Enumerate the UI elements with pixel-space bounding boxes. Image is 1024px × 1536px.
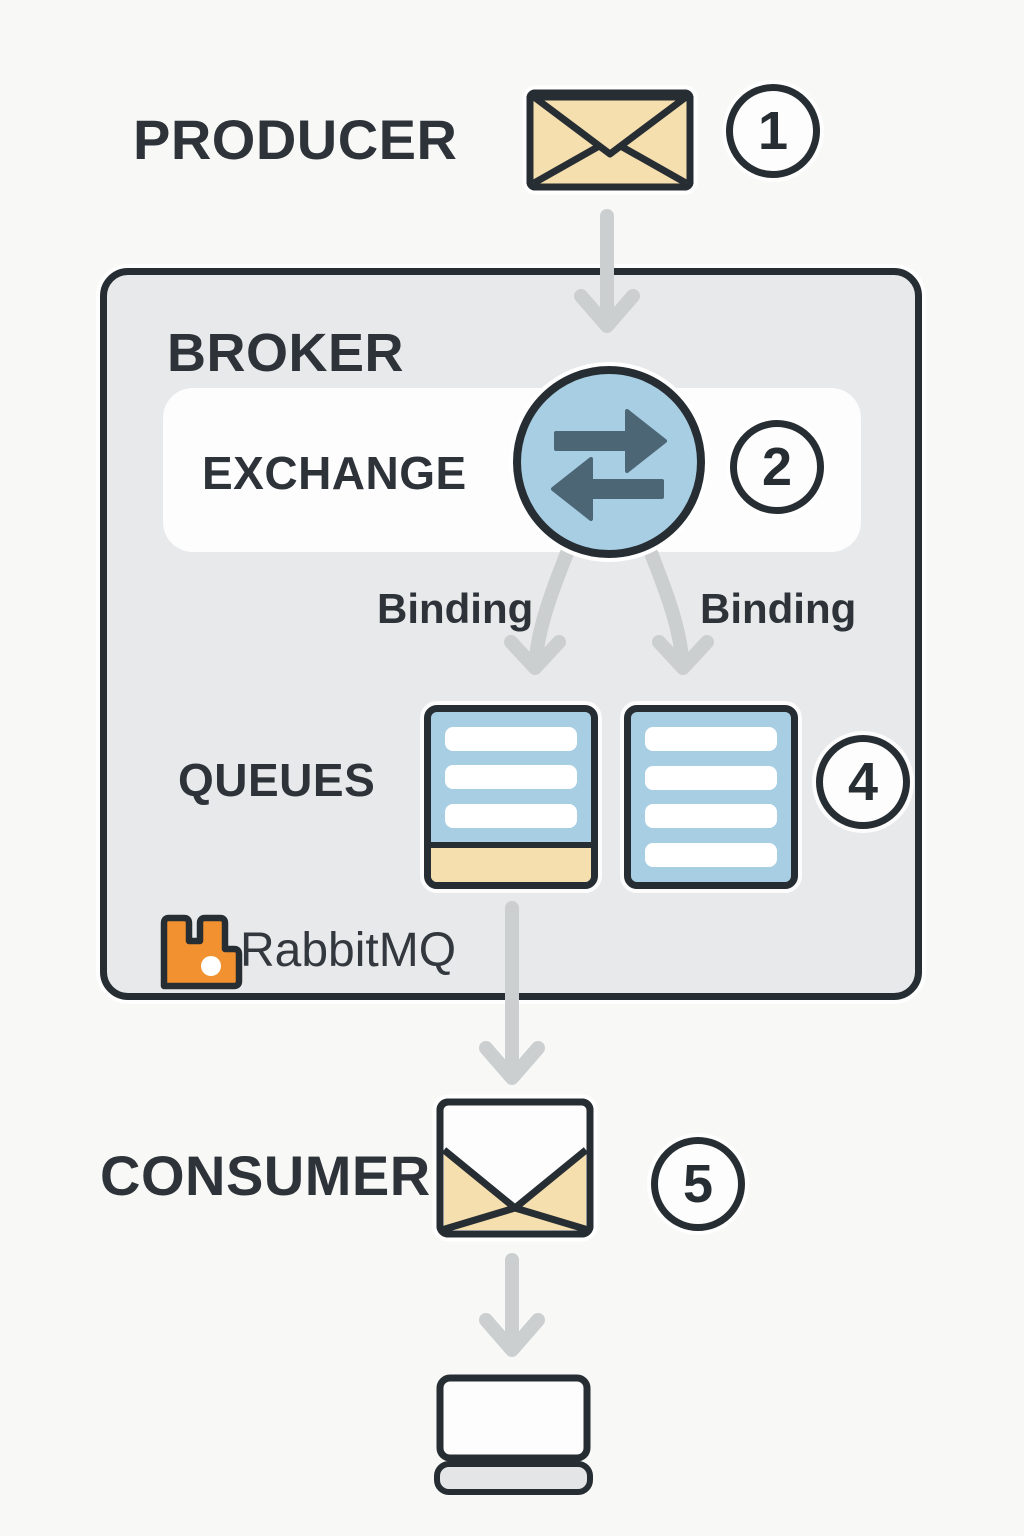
step-4-number: 4 <box>847 752 879 812</box>
consumer-label: CONSUMER <box>100 1144 431 1207</box>
step-1-badge: 1 <box>726 84 820 178</box>
exchange-label: EXCHANGE <box>202 447 467 499</box>
step-2-badge: 2 <box>730 420 824 514</box>
queue-message-slot <box>645 726 777 751</box>
step-1-number: 1 <box>757 101 789 161</box>
queue-body <box>631 712 791 882</box>
producer-message-icon <box>522 85 698 195</box>
binding-left-label: Binding <box>377 585 534 632</box>
broker-label: BROKER <box>167 323 405 383</box>
binding-right-label: Binding <box>700 585 857 632</box>
step-4-badge: 4 <box>816 735 910 829</box>
step-5-badge: 5 <box>651 1137 745 1231</box>
consumer-to-app-arrow-icon <box>479 1253 545 1357</box>
queue-message-slot <box>645 804 777 829</box>
queue-message-slot <box>445 765 577 789</box>
producer-label: PRODUCER <box>133 108 458 171</box>
queue-message-slot <box>645 765 777 790</box>
queue-message-pending <box>431 842 591 882</box>
queues-label: QUEUES <box>178 754 376 806</box>
step-2-number: 2 <box>761 437 793 497</box>
queue-icon <box>424 705 598 889</box>
queue-message-slot <box>645 843 777 868</box>
step-5-number: 5 <box>682 1154 714 1214</box>
rabbitmq-logo-text: RabbitMQ <box>240 924 457 977</box>
queue-body <box>431 712 591 842</box>
queue-message-slot <box>445 726 577 751</box>
consumer-message-icon <box>432 1094 598 1242</box>
inbox-tray-icon <box>434 1374 593 1495</box>
queue-message-slot <box>445 803 577 828</box>
queue-icon <box>624 705 798 889</box>
